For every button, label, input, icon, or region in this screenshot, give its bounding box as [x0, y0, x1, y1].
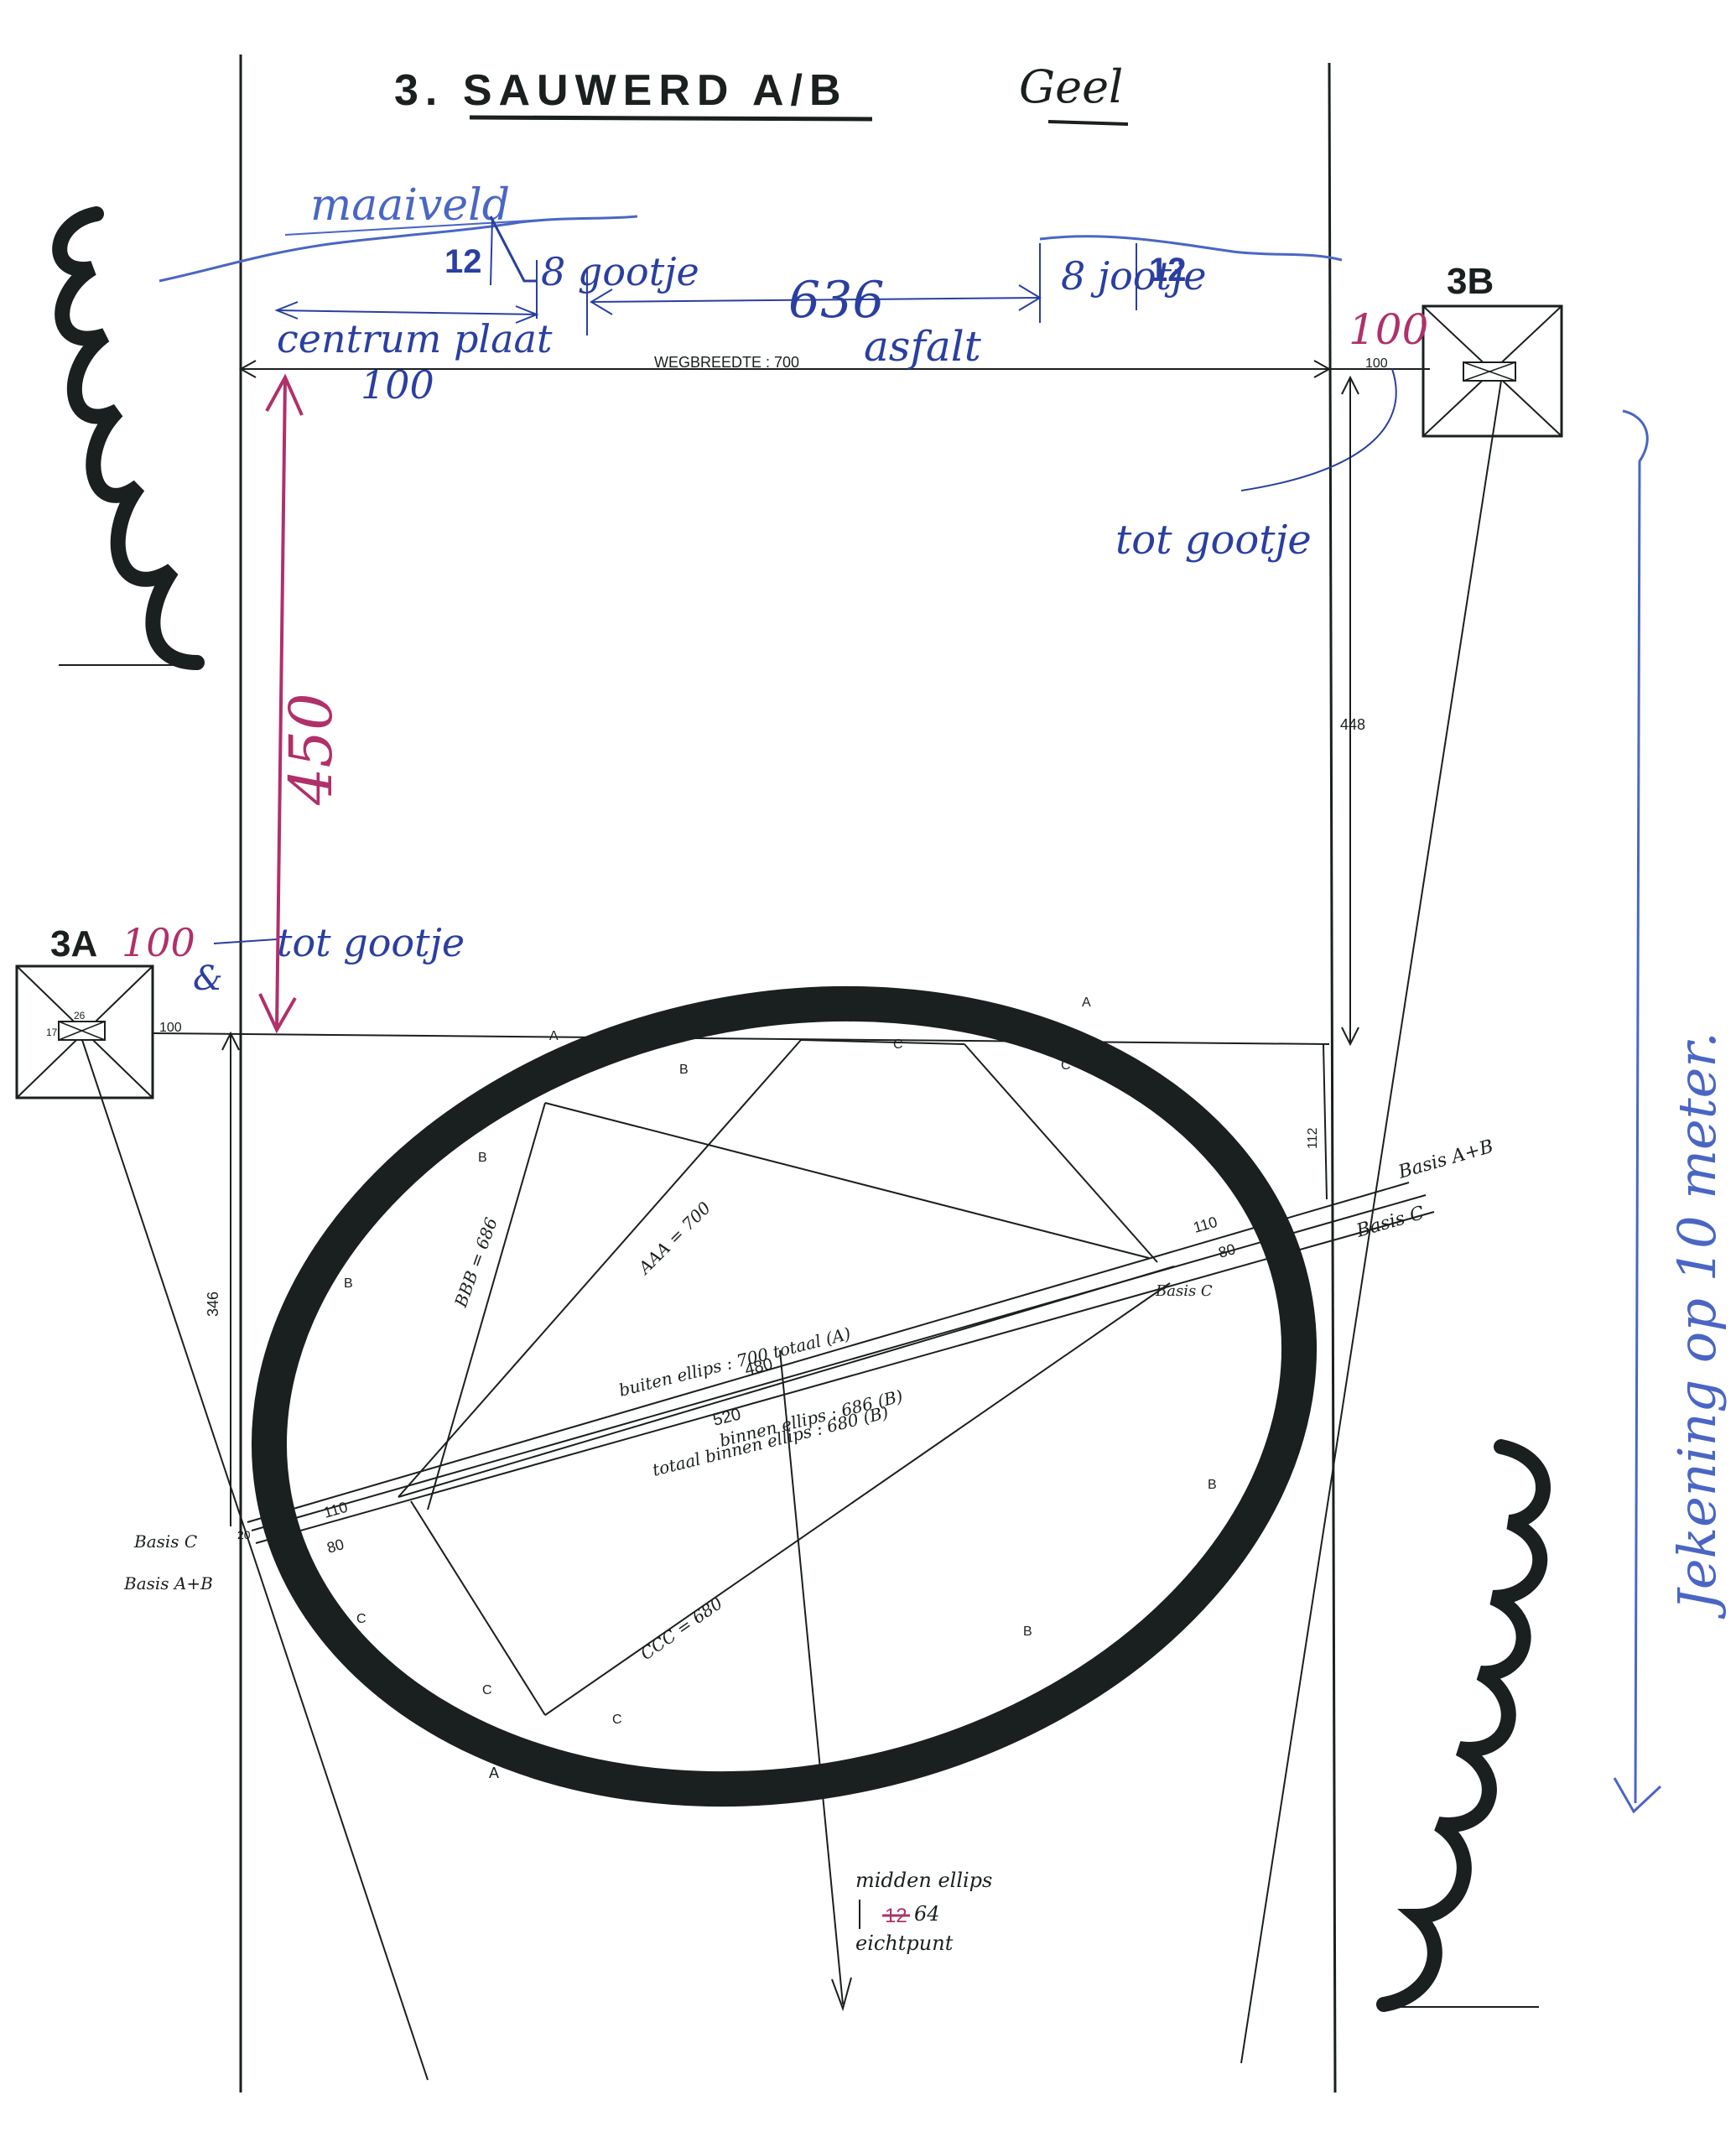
dimension-112: 112 [1306, 1127, 1320, 1149]
wegbreedte-dimension [238, 360, 1430, 378]
point-3a: 3A 100 & tot gootje 26 17 100 [15, 920, 465, 1099]
title-group: 3. SAUWERD A/B Geel [394, 60, 1129, 126]
tot-gootje-label: tot gootje [1115, 517, 1312, 564]
dimension-450: 450 [277, 693, 346, 806]
road-edge-right [1328, 62, 1337, 2093]
top-blue-annotations: maaiveld 12 8 gootje 636 asfalt 8 jootje… [159, 180, 1343, 408]
maaiveld-wave [159, 215, 638, 283]
mark-c-3: C [1199, 1121, 1209, 1136]
side-note-arrow [1622, 409, 1649, 1804]
basis-ab-right: Basis A+B [1396, 1136, 1496, 1183]
bottom-value: 64 [914, 1902, 940, 1926]
mark-c-4: C [356, 1612, 366, 1626]
mark-c-5: C [482, 1683, 492, 1697]
buiten-label: buiten ellips : 700 totaal (A) [616, 1323, 852, 1401]
basis-c-right: Basis C [1354, 1203, 1427, 1242]
ellipse-group [252, 985, 1317, 1807]
wegbreedte-label: WEGBREEDTE : 700 [654, 354, 799, 371]
dimension-20: 20 [237, 1528, 251, 1541]
point-3a-note: 100 [122, 920, 195, 965]
point-3a-note2: tot gootje [277, 920, 465, 965]
ijkpunt-label: eichtpunt [855, 1931, 954, 1955]
point-3a-inner: 26 [74, 1010, 86, 1022]
title-underline [469, 115, 873, 122]
mark-a-1: A [549, 1029, 559, 1043]
mark-c-2: C [1061, 1058, 1071, 1073]
v110-right: 110 [1192, 1214, 1219, 1236]
mark-b-2: B [478, 1151, 487, 1165]
left-vertical-dimension [221, 1031, 240, 1526]
basis-c-left: Basis C [133, 1531, 197, 1552]
side-note: Jekening op 10 meter. [1666, 1032, 1728, 1619]
point-3b: 3B 100 100 tot gootje [1115, 261, 1563, 564]
ccc-label: CCC = 680 [637, 1593, 726, 1664]
basis-ab-line [247, 1182, 1410, 1523]
goot-right: 8 jootje [1061, 253, 1207, 299]
mark-b-1: B [679, 1063, 689, 1077]
point-3a-offset: 100 [159, 1021, 182, 1035]
mark-a-3: A [489, 1765, 499, 1781]
v80-left: 80 [325, 1536, 346, 1557]
aaa-label: AAA = 700 [633, 1198, 715, 1279]
width-road-value: 636 [788, 271, 885, 330]
point-3a-label: 3A [50, 923, 97, 964]
side-note-group: Jekening op 10 meter. [1613, 409, 1728, 1814]
point-3a-side: 17 [46, 1027, 58, 1038]
left-wave [52, 206, 205, 670]
dimension-346: 346 [205, 1292, 221, 1317]
mark-a-top: A [1082, 996, 1091, 1010]
ellipse-ring [252, 985, 1317, 1807]
right-vertical-dimension [1323, 375, 1359, 1200]
mark-c-6: C [612, 1713, 622, 1727]
right-wave [1376, 1439, 1551, 2012]
centre-axis [779, 1349, 844, 2005]
bbb-label: BBB = 686 [450, 1214, 502, 1310]
basis-c-line [255, 1211, 1435, 1544]
basis-ab-left: Basis A+B [123, 1573, 213, 1593]
centrum-plaat-label: centrum plaat [277, 316, 553, 361]
mark-b-3: B [344, 1276, 353, 1291]
basis-c-right2: Basis C [1155, 1282, 1213, 1300]
point-3b-label: 3B [1447, 261, 1494, 302]
centrum-plaat-value: 100 [361, 362, 434, 408]
title-note: Geel [1019, 60, 1123, 113]
offset-3b-small: 100 [1365, 356, 1388, 371]
binnen-label: totaal binnen ellips : 680 (B) [650, 1402, 890, 1480]
title-note-underline [1047, 120, 1129, 126]
offset-3b-leader [1240, 368, 1397, 491]
goot-left-profile [489, 216, 537, 283]
asfalt-label: asfalt [864, 322, 982, 371]
line-3a-diagonal [81, 1039, 429, 2081]
dimension-448: 448 [1340, 716, 1365, 733]
reference-lines [81, 380, 1502, 2081]
mark-c-1: C [893, 1037, 903, 1052]
v80-right: 80 [1217, 1240, 1238, 1261]
width-road-line [590, 297, 1041, 303]
offset-3b-value: 100 [1349, 305, 1428, 354]
magenta-dimension [258, 373, 304, 1034]
point-3a-box [15, 964, 154, 1099]
bottom-note: midden ellips 12 64 eichtpunt [855, 1869, 992, 1955]
goot-left: 8 gootje [541, 249, 699, 294]
depth-left: 12 [444, 243, 482, 280]
mark-b-4: B [1208, 1478, 1217, 1492]
mark-b-5: B [1023, 1625, 1032, 1639]
construction-lines [247, 1039, 1435, 2012]
title-main: 3. SAUWERD A/B [394, 66, 848, 115]
line-3b-diagonal [1240, 380, 1502, 2064]
depth-right: 12 [1149, 252, 1187, 289]
road-edges [239, 55, 1337, 2093]
maaiveld-wave-right [1039, 235, 1343, 262]
mark-a-2: A [1124, 1654, 1133, 1668]
maaiveld-label: maaiveld [310, 180, 510, 231]
midden-label: midden ellips [855, 1869, 992, 1892]
point-3a-amp: & [193, 959, 223, 998]
line-3a-horizontal [152, 1032, 1330, 1045]
